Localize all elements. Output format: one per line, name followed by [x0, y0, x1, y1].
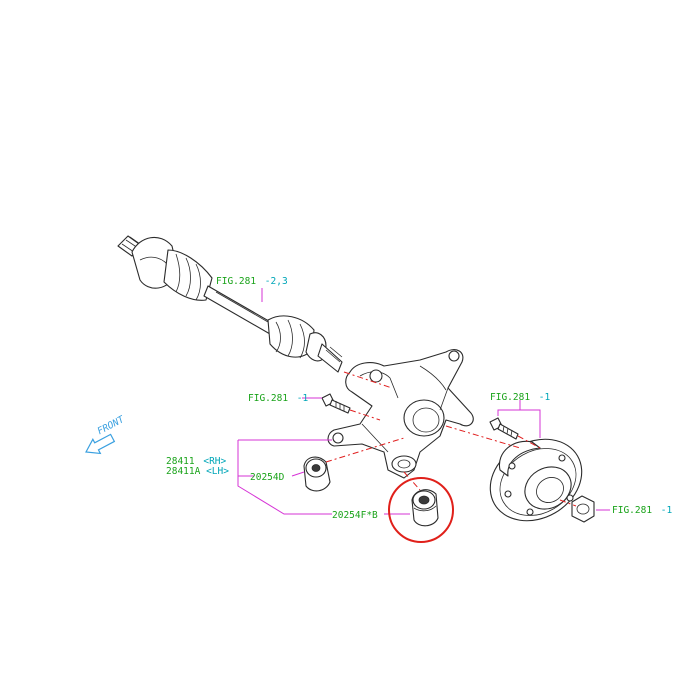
label-bushing-lower[interactable]: 20254F*B: [332, 510, 378, 521]
bushing-upper[interactable]: [303, 456, 331, 492]
knuckle-housing[interactable]: [327, 349, 474, 479]
label-knuckle-lh[interactable]: 28411A <LH>: [166, 466, 229, 477]
hub-nut[interactable]: [571, 495, 595, 523]
leader-lines: [237, 288, 610, 515]
bushing-lower[interactable]: [411, 489, 439, 527]
front-indicator: FRONT: [85, 414, 128, 455]
wheel-hub[interactable]: [475, 423, 596, 537]
label-bushing-upper[interactable]: 20254D: [250, 472, 285, 483]
label-fig-281-1-left[interactable]: FIG.281 -1: [248, 393, 309, 404]
label-knuckle-rh[interactable]: 28411 <RH>: [166, 456, 227, 467]
circle-highlight: [388, 477, 454, 543]
label-fig-281-1-right[interactable]: FIG.281 -1: [612, 505, 673, 516]
label-fig-281-2-3[interactable]: FIG.281 -2,3: [216, 276, 288, 287]
drive-shaft[interactable]: [117, 235, 343, 373]
front-label: FRONT: [96, 414, 128, 438]
bolt-left[interactable]: [321, 393, 351, 414]
arrow-icon: [85, 433, 116, 455]
centerlines: [325, 371, 577, 507]
bolt-right[interactable]: [489, 417, 519, 440]
label-fig-281-1-top[interactable]: FIG.281 -1: [490, 392, 551, 403]
